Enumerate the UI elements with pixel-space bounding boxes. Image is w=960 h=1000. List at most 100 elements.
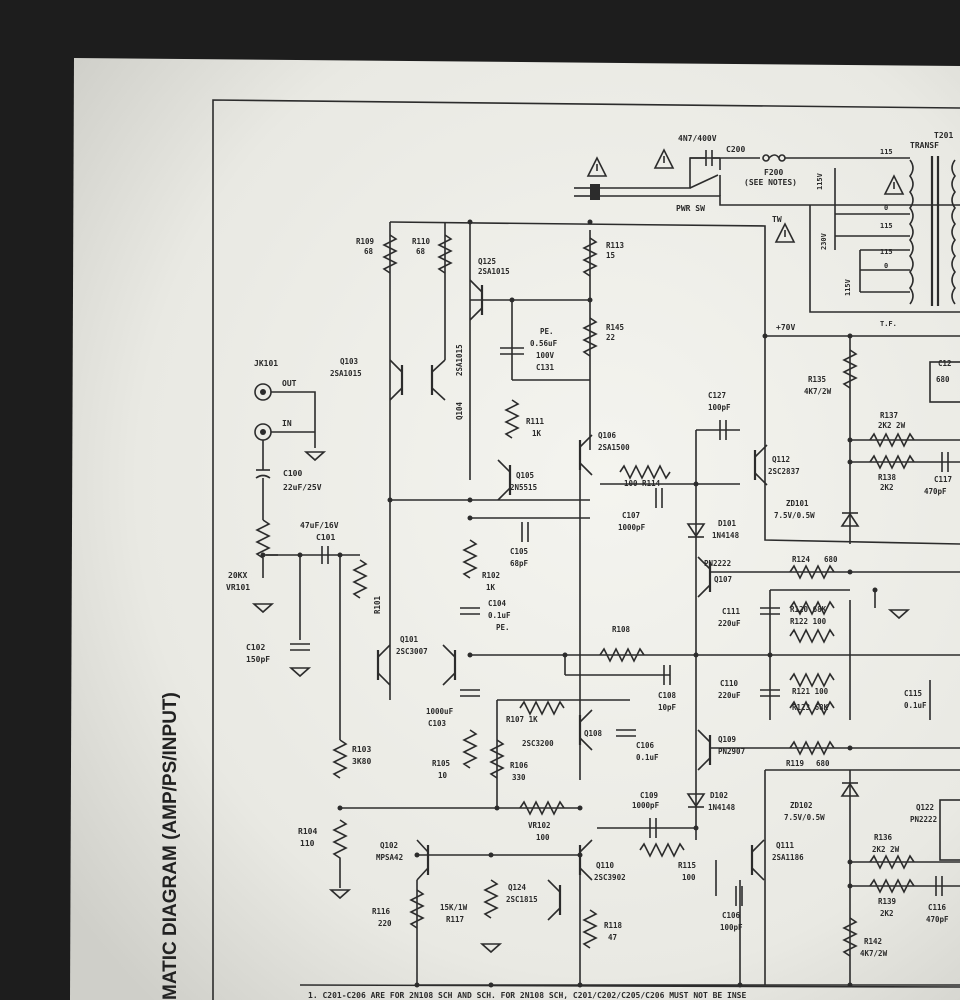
part-val: 7.5V/0.5W xyxy=(774,511,815,520)
part-val: 10 xyxy=(438,771,448,780)
ground-icons xyxy=(251,451,911,954)
part-ref: Q109 xyxy=(718,735,737,744)
part-val: 4K7/2W xyxy=(860,949,888,958)
part-ref: C116 xyxy=(928,903,947,912)
power-switch-label: PWR SW xyxy=(676,204,705,213)
part-ref: VR102 xyxy=(528,821,551,830)
tap-5: 230V xyxy=(820,232,828,250)
part-ref: R110 xyxy=(412,237,431,246)
tap-3: 0 xyxy=(884,204,888,212)
part-ref: Q124 xyxy=(508,883,527,892)
part-val: 0.1uF xyxy=(904,701,927,710)
part-ref: R113 xyxy=(606,241,625,250)
part-ref: R107 1K xyxy=(506,715,538,724)
part-ref: PE. xyxy=(540,327,554,336)
transformer-name: TRANSF xyxy=(910,141,939,150)
part-ref: 100 R114 xyxy=(624,479,661,488)
part-ref: R139 xyxy=(878,897,897,906)
part-val: 2SC3902 xyxy=(594,873,626,882)
part-val: 680 xyxy=(936,375,950,384)
part-val: 7.5V/0.5W xyxy=(784,813,825,822)
part-ref: Q110 xyxy=(596,861,615,870)
part-ref: C127 xyxy=(708,391,726,400)
part-val: 2SA1015 xyxy=(455,344,464,376)
power-section: 4N7/400V C200 PWR SW F200 (SEE NOTES) T2… xyxy=(574,131,960,332)
tap-1: 115 xyxy=(880,148,893,156)
part-val: 2N5515 xyxy=(510,483,537,492)
part-ref: C107 xyxy=(622,511,640,520)
part-ref: Q104 xyxy=(455,401,464,420)
part-ref: PN2222 xyxy=(704,559,731,568)
part-ref: Q122 xyxy=(916,803,934,812)
part-ref: R109 xyxy=(356,237,375,246)
fuse-ref: F200 xyxy=(764,168,783,177)
part-ref: C106 xyxy=(636,741,655,750)
part-ref: Q106 xyxy=(598,431,617,440)
part-ref: Q102 xyxy=(380,841,398,850)
part-val: 100pF xyxy=(708,403,731,412)
jack-in-label: IN xyxy=(282,419,292,428)
part-val: PN2907 xyxy=(718,747,745,756)
part-val: 2K2 2W xyxy=(878,421,906,430)
footnote: 1. C201-C206 ARE FOR 2N108 SCH AND SCH. … xyxy=(308,991,746,1000)
part-val: 470pF xyxy=(924,487,947,496)
part-ref: D101 xyxy=(718,519,737,528)
part-ref: R120 68K xyxy=(790,605,827,614)
part-ref: R121 100 xyxy=(792,687,829,696)
part-ref: R115 xyxy=(678,861,696,870)
part-val: 330 xyxy=(512,773,526,782)
part-ref: Q101 xyxy=(400,635,419,644)
cap-c200-ref: C200 xyxy=(726,145,745,154)
part-val: 1N4148 xyxy=(712,531,740,540)
part-val: 68pF xyxy=(510,559,529,568)
part-val: 2SA1015 xyxy=(478,267,510,276)
part-ref: 1000uF xyxy=(426,707,454,716)
fuse-note: (SEE NOTES) xyxy=(744,178,797,187)
part-val: 680 xyxy=(824,555,838,564)
c102-val: 150pF xyxy=(246,655,270,664)
part-ref: R108 xyxy=(612,625,631,634)
part-val: Q107 xyxy=(714,575,732,584)
rail-label: +70V xyxy=(776,323,795,332)
vol-label: 20KX xyxy=(228,571,247,580)
part-ref: D102 xyxy=(710,791,728,800)
transformer-ref: T201 xyxy=(934,131,953,140)
part-val: 220uF xyxy=(718,619,741,628)
r104-ref: R104 xyxy=(298,827,317,836)
part-ref: R106 xyxy=(510,761,529,770)
paper-sheet xyxy=(70,58,960,1000)
part-ref: C115 xyxy=(904,689,922,698)
side-title: MATIC DIAGRAM (AMP/PS/INPUT) xyxy=(160,692,181,1000)
part-val: C103 xyxy=(428,719,447,728)
part-ref: C108 xyxy=(658,691,677,700)
c100-ref: C100 xyxy=(283,469,302,478)
part-val: 680 xyxy=(816,759,830,768)
part-val: 2SA1015 xyxy=(330,369,362,378)
part-val: 1000pF xyxy=(618,523,646,532)
c101-val: 47uF/16V xyxy=(300,521,339,530)
part-val: 1000pF xyxy=(632,801,660,810)
part-val: 2K2 xyxy=(880,483,894,492)
part-ref: R101 xyxy=(373,595,382,614)
part-val: 22 xyxy=(606,333,615,342)
tap-7: 0 xyxy=(884,262,888,270)
part-ref: C109 xyxy=(640,791,659,800)
part-val: 2SA1186 xyxy=(772,853,804,862)
input-section: JK101 OUT IN C100 22uF/25V 20KX VR101 47… xyxy=(226,359,371,888)
part-val: 68 xyxy=(416,247,426,256)
part-val: 0.56uF xyxy=(530,339,558,348)
cap-c200-label: 4N7/400V xyxy=(678,134,717,143)
part-val: 1K xyxy=(532,429,542,438)
part-val: R123 68K xyxy=(792,703,829,712)
part-ref: 2SC3200 xyxy=(522,739,554,748)
part-ref: C12 xyxy=(938,359,952,368)
part-ref: 15K/1W xyxy=(440,903,468,912)
part-ref: PE. xyxy=(496,623,510,632)
part-val: 2SA1500 xyxy=(598,443,630,452)
part-val: 470pF xyxy=(926,915,949,924)
part-val: 100 xyxy=(682,873,696,882)
tap-6: 115 xyxy=(880,248,893,256)
junction-dots xyxy=(260,219,878,988)
